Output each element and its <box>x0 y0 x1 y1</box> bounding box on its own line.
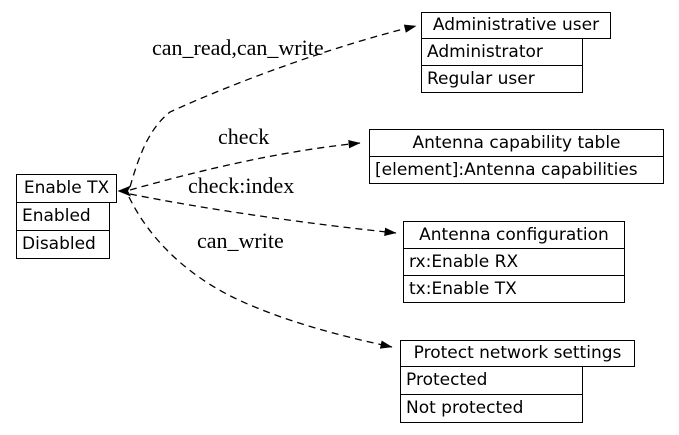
node-row: Administrator <box>421 38 583 66</box>
node-row: Disabled <box>16 230 110 259</box>
node-row: Regular user <box>421 65 583 93</box>
node-row: Not protected <box>400 394 583 423</box>
node-title: Protect network settings <box>400 340 635 367</box>
edge-can-read-can-write <box>129 24 417 188</box>
node-title: Antenna capability table <box>369 129 664 157</box>
node-title: Enable TX <box>16 174 117 203</box>
edge-check-index <box>129 193 397 236</box>
node-title: Administrative user <box>421 12 611 39</box>
edge-label-check-index: check:index <box>188 173 295 198</box>
node-title: Antenna configuration <box>403 221 625 249</box>
node-row: Enabled <box>16 202 110 231</box>
arrowhead-left <box>117 185 131 197</box>
edge-label-can-read-can-write: can_read,can_write <box>152 35 324 60</box>
node-row: Protected <box>400 366 583 395</box>
edge-label-check: check <box>218 124 270 149</box>
edge-can-write <box>128 196 393 349</box>
node-row: [element]:Antenna capabilities <box>369 156 664 184</box>
node-row: rx:Enable RX <box>403 248 625 276</box>
edge-label-can-write: can_write <box>197 228 284 253</box>
node-row: tx:Enable TX <box>403 275 625 303</box>
